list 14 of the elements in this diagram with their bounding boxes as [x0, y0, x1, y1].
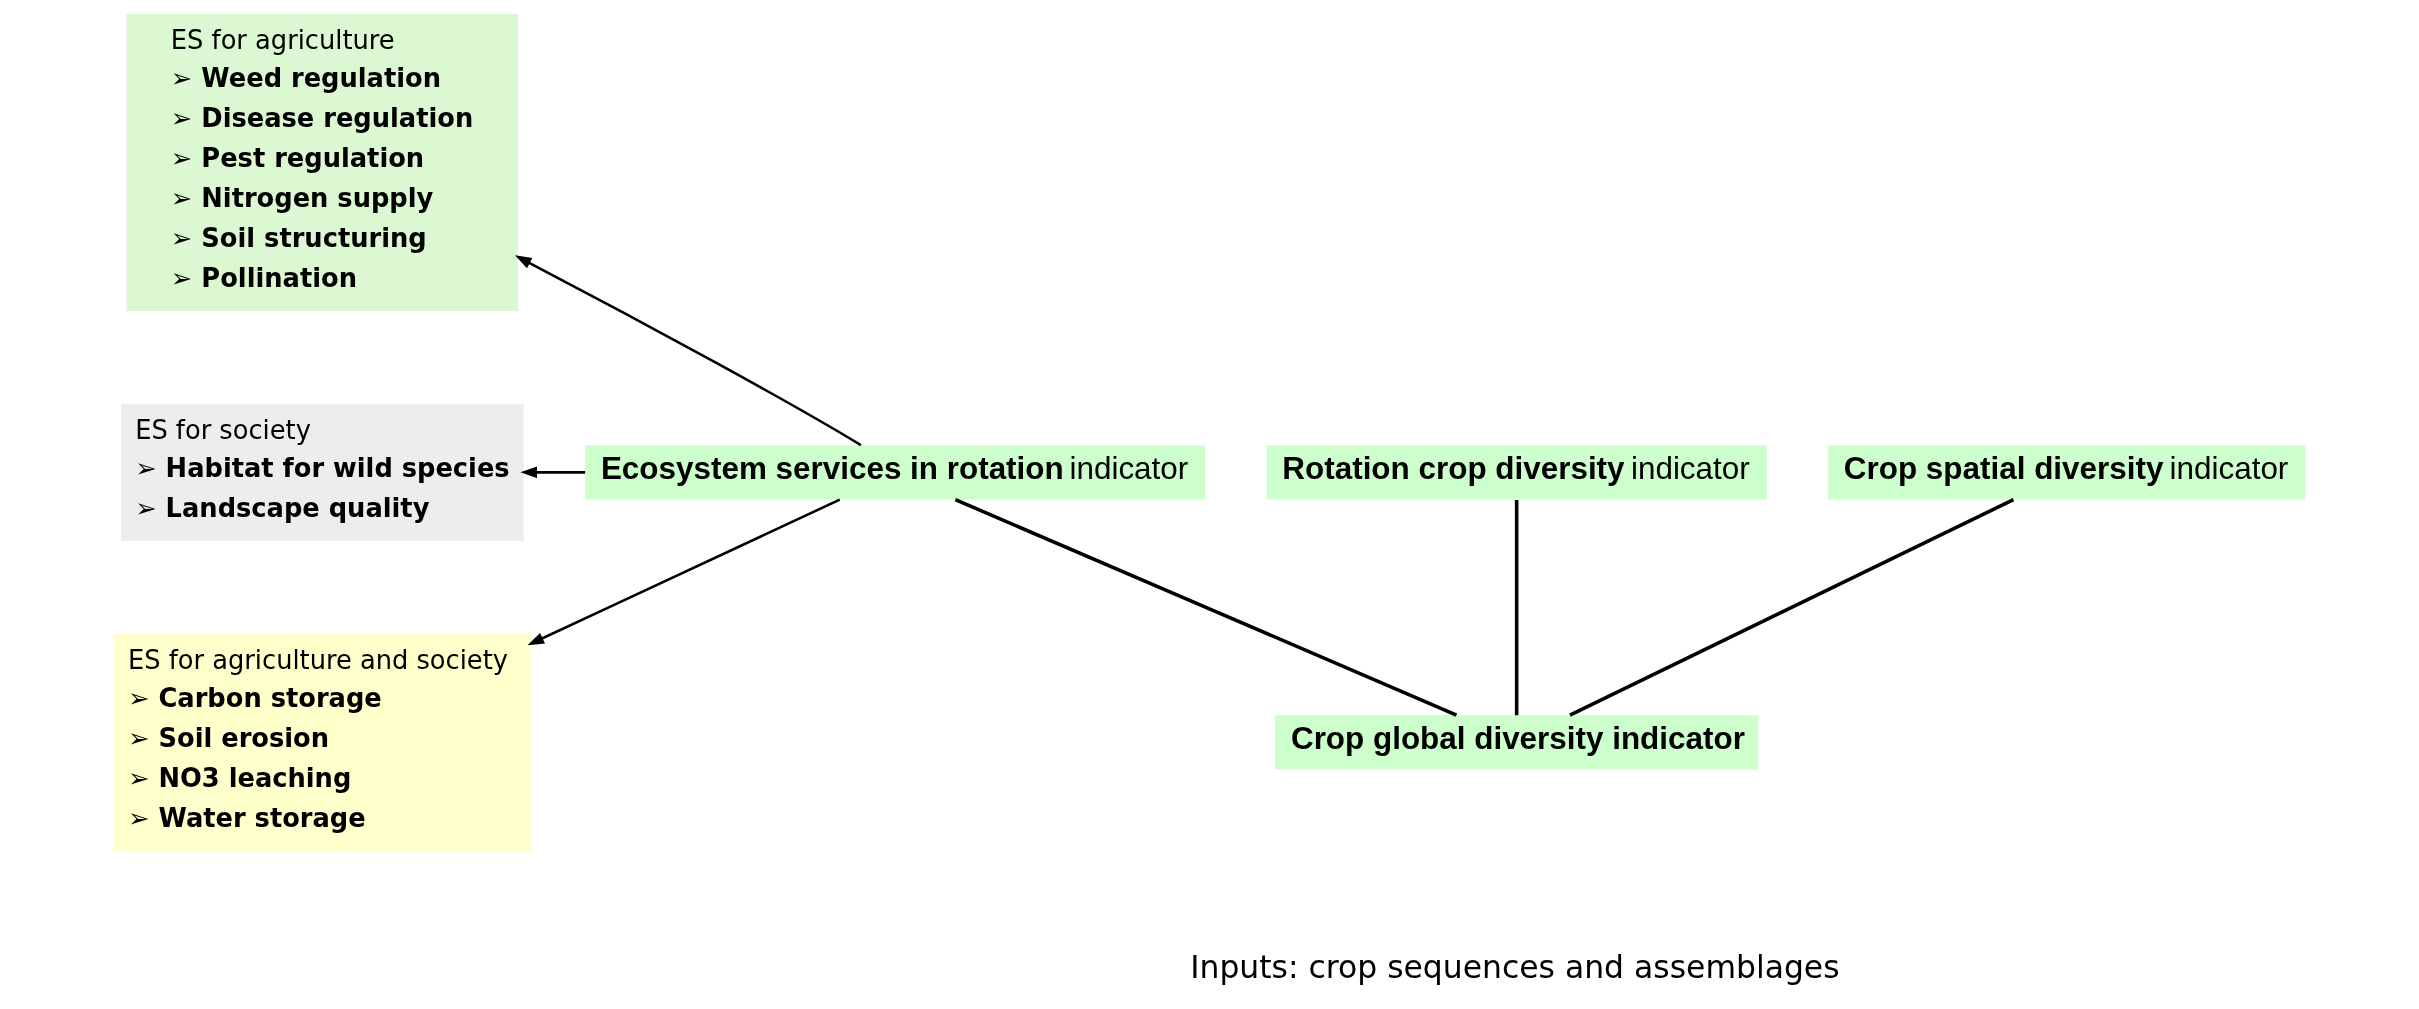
arrow: [527, 498, 841, 646]
node-box: Ecosystem services in rotation indicator: [585, 445, 1206, 500]
node-box: Crop global diversity indicator: [1275, 715, 1759, 770]
node-box: ES for agriculture and society ➢ Carbon storage ➢ Soil erosion ➢ NO3 leaching ➢ Water storage: [113, 633, 531, 851]
node-box: Rotation crop diversity indicator: [1266, 445, 1767, 500]
arrow: [520, 466, 586, 479]
node-box: ES for society ➢ Habitat for wild species ➢ Landscape quality: [120, 403, 524, 541]
connector: [1514, 499, 1519, 716]
connector: [954, 498, 1458, 717]
connector: [1569, 498, 2015, 717]
node-box: Crop spatial diversity indicator: [1828, 445, 2306, 500]
label: Inputs: crop sequences and assemblages: [1190, 948, 1840, 985]
node-box: ES for agriculture ➢ Weed regulation ➢ Disease regulation ➢ Pest regulation ➢ Nitrogen supply ➢ Soil structuring ➢ Pollination: [126, 13, 519, 311]
arrow: [514, 255, 862, 447]
